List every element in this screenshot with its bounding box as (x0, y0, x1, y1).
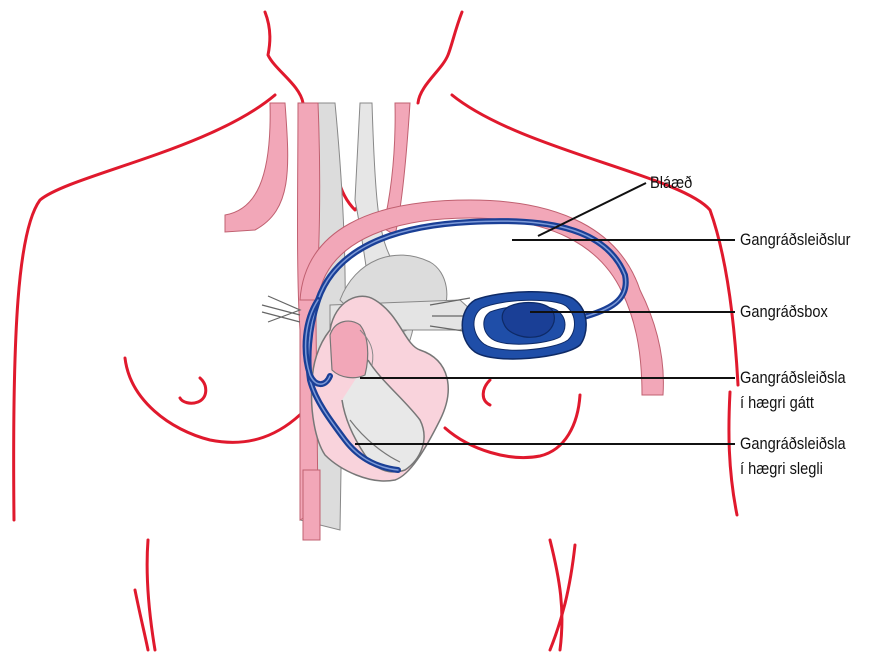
ivc (303, 470, 320, 540)
great-vessels (225, 103, 663, 530)
right-side (729, 392, 737, 515)
device-core (502, 303, 554, 338)
right-nipple (483, 380, 490, 405)
leader-vein (538, 183, 646, 236)
heart-atrium (330, 321, 368, 378)
label-atrium-lead-line1: Gangráðsleiðsla (740, 367, 846, 389)
left-arm-line-2 (135, 590, 148, 650)
label-ventricle-lead-line2: í hægri slegli (740, 458, 823, 480)
left-arm-line (147, 540, 155, 650)
neck-left (265, 12, 303, 103)
label-vein: Bláæð (650, 172, 692, 194)
neck-right (418, 12, 462, 103)
left-shoulder (14, 95, 275, 520)
left-nipple (180, 378, 206, 403)
label-ventricle-lead-line1: Gangráðsleiðsla (740, 433, 846, 455)
pacemaker-device (462, 292, 586, 359)
label-pacemaker-box: Gangráðsbox (740, 301, 828, 323)
label-pacemaker-lead: Gangráðsleiðslur (740, 229, 851, 251)
label-atrium-lead-line2: í hægri gátt (740, 392, 814, 414)
right-pec (445, 395, 580, 458)
vessel-flare-left (262, 296, 300, 322)
left-pec (125, 358, 305, 442)
